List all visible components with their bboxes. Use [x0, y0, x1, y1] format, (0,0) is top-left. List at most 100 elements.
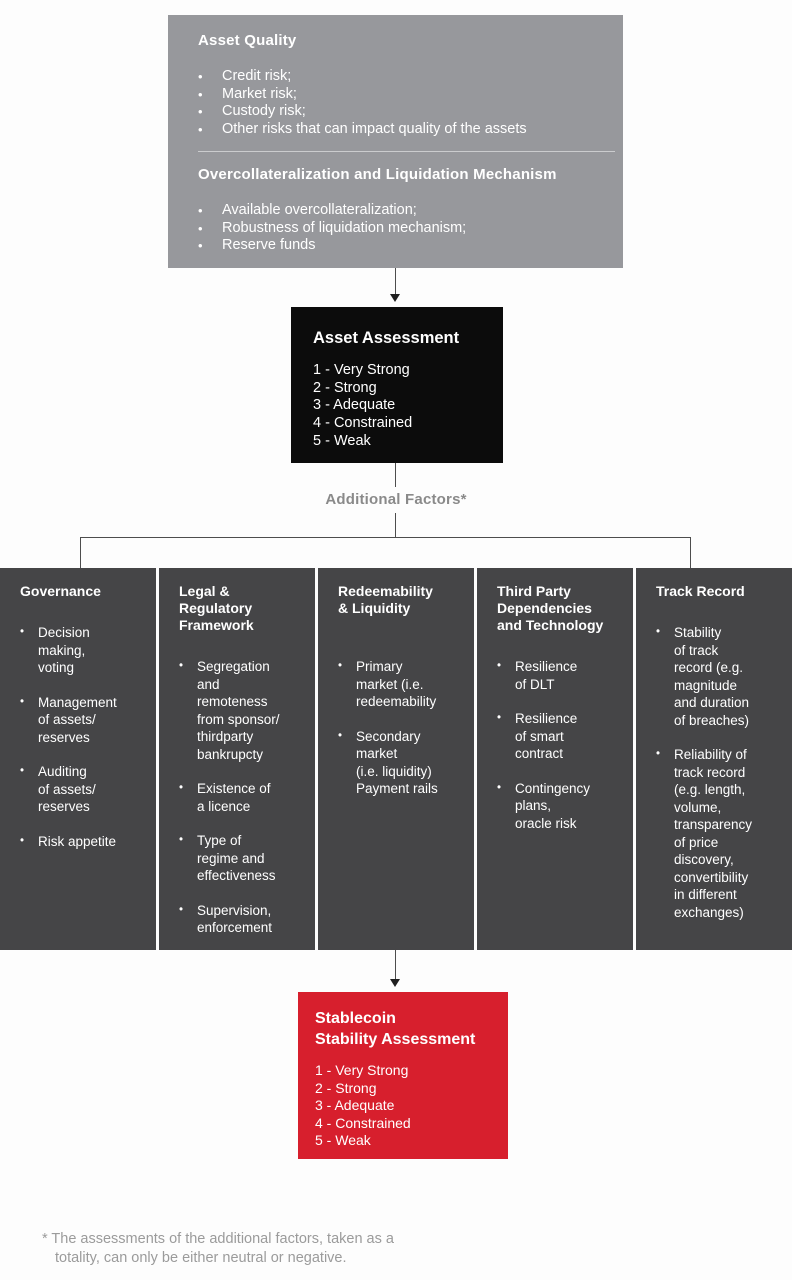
list-item-text: Custody risk; [222, 103, 306, 119]
factor-title: Governance [20, 583, 101, 599]
scale-item: 4 - Constrained [313, 415, 413, 432]
list-item: • Custody risk; [198, 103, 595, 121]
factor-title: Third Party Dependencies and Technology [497, 583, 604, 633]
list-item: • Resilience of DLT [497, 658, 625, 693]
factor-title: Track Record [656, 583, 745, 599]
connector-line-top [395, 268, 396, 295]
bullet-icon: • [179, 834, 184, 846]
additional-factors-row: Governance • Decision making, voting • M… [0, 568, 792, 950]
factor-col-legal-regulatory: Legal & Regulatory Framework • Segregati… [159, 568, 315, 950]
list-item-text: Reserve funds [222, 237, 316, 253]
asset-assessment-scale: 1 - Very Strong 2 - Strong 3 - Adequate … [313, 362, 483, 451]
list-item: • Other risks that can impact quality of… [198, 121, 595, 139]
list-item: • Primary market (i.e. redeemability [338, 658, 466, 711]
scale-item: 4 - Constrained [315, 1114, 411, 1131]
connector-line-mid-lower [395, 513, 396, 538]
list-item: • Risk appetite [20, 833, 148, 851]
list-item-text: Decision making, voting [38, 625, 90, 675]
list-item-text: Other risks that can impact quality of t… [222, 120, 527, 137]
additional-factors-label: Additional Factors* [325, 491, 467, 508]
list-item: • Segregation and remoteness from sponso… [179, 658, 307, 763]
bullet-icon: • [198, 86, 203, 102]
bullet-icon: • [198, 238, 203, 253]
bullet-icon: • [497, 712, 502, 724]
list-item-text: Resilience of smart contract [515, 711, 578, 761]
factor-col-track-record: Track Record • Stability of track record… [636, 568, 792, 950]
list-item-text: Resilience of DLT [515, 659, 578, 692]
arrow-down-icon [390, 294, 400, 302]
list-item-text: Auditing of assets/ reserves [38, 764, 96, 814]
connector-line-mid-upper [395, 463, 396, 487]
list-item: • Auditing of assets/ reserves [20, 763, 148, 816]
asset-assessment-box: Asset Assessment 1 - Very Strong 2 - Str… [291, 307, 503, 463]
list-item-text: Management of assets/ reserves [38, 694, 117, 745]
overcollateralization-title: Overcollateralization and Liquidation Me… [198, 166, 557, 183]
scale-item: 5 - Weak [315, 1132, 371, 1148]
list-item: • Reliability of track record (e.g. leng… [656, 746, 784, 921]
bullet-icon: • [198, 220, 203, 236]
scale-item: 3 - Adequate [315, 1097, 395, 1113]
scale-item: 2 - Strong [315, 1079, 377, 1096]
factor-title: Redeemability & Liquidity [338, 583, 433, 616]
factor-col-third-party-technology: Third Party Dependencies and Technology … [477, 568, 633, 950]
list-item: • Secondary market (i.e. liquidity) Paym… [338, 728, 466, 798]
list-item: • Stability of track record (e.g. magnit… [656, 624, 784, 729]
list-item-text: Reliability of track record (e.g. length… [674, 747, 753, 920]
scale-item: 1 - Very Strong [315, 1062, 409, 1078]
bullet-icon: • [338, 660, 343, 672]
bullet-icon: • [656, 748, 661, 760]
bullet-icon: • [20, 834, 25, 847]
list-item-text: Secondary market (i.e. liquidity) Paymen… [356, 728, 438, 797]
list-item-text: Market risk; [222, 85, 297, 102]
list-item-text: Type of regime and effectiveness [197, 833, 276, 883]
bullet-icon: • [656, 626, 661, 638]
arrow-down-icon [390, 979, 400, 987]
list-item: • Management of assets/ reserves [20, 694, 148, 747]
list-item: • Existence of a licence [179, 780, 307, 815]
list-item-text: Risk appetite [38, 833, 117, 849]
list-item: • Credit risk; [198, 68, 595, 86]
bullet-icon: • [497, 781, 502, 794]
list-item: • Decision making, voting [20, 624, 148, 677]
asset-quality-box: Asset Quality • Credit risk; • Market ri… [168, 15, 623, 268]
list-item: • Resilience of smart contract [497, 710, 625, 763]
overcollateralization-list: • Available overcollateralization; • Rob… [198, 202, 595, 255]
connector-bracket [80, 537, 691, 568]
factor-items: • Stability of track record (e.g. magnit… [656, 624, 784, 921]
factor-col-governance: Governance • Decision making, voting • M… [0, 568, 156, 950]
scale-item: 3 - Adequate [313, 397, 396, 414]
list-item: • Market risk; [198, 86, 595, 104]
connector-line-bottom [395, 950, 396, 980]
list-item-text: Existence of a licence [197, 781, 271, 814]
list-item: • Reserve funds [198, 237, 595, 255]
list-item: • Contingency plans, oracle risk [497, 780, 625, 833]
scale-item: 2 - Strong [313, 379, 377, 396]
stablecoin-assessment-scale: 1 - Very Strong 2 - Strong 3 - Adequate … [315, 1062, 494, 1150]
list-item: • Type of regime and effectiveness [179, 832, 307, 885]
footnote: * The assessments of the additional fact… [42, 1230, 394, 1266]
bullet-icon: • [338, 729, 343, 742]
bullet-icon: • [497, 660, 502, 672]
list-item-text: Contingency plans, oracle risk [515, 780, 591, 831]
bullet-icon: • [179, 660, 184, 672]
list-item-text: Supervision, enforcement [197, 902, 273, 936]
stablecoin-assessment-title: Stablecoin Stability Assessment [315, 1010, 476, 1048]
scale-item: 5 - Weak [313, 432, 371, 449]
bullet-icon: • [198, 121, 203, 137]
bullet-icon: • [179, 782, 184, 794]
factor-items: • Segregation and remoteness from sponso… [179, 658, 307, 937]
list-item-text: Credit risk; [222, 68, 292, 84]
bullet-icon: • [198, 203, 203, 218]
list-item: • Robustness of liquidation mechanism; [198, 220, 595, 238]
list-item-text: Primary market (i.e. redeemability [356, 659, 437, 709]
bullet-icon: • [179, 903, 184, 916]
factor-items: • Resilience of DLT • Resilience of smar… [497, 658, 625, 832]
bullet-icon: • [20, 765, 25, 777]
bullet-icon: • [198, 104, 203, 119]
bullet-icon: • [20, 695, 25, 708]
asset-quality-list: • Credit risk; • Market risk; • Custody … [198, 68, 595, 138]
section-divider [198, 151, 615, 152]
list-item-text: Stability of track record (e.g. magnitud… [674, 625, 750, 728]
bullet-icon: • [198, 69, 203, 84]
